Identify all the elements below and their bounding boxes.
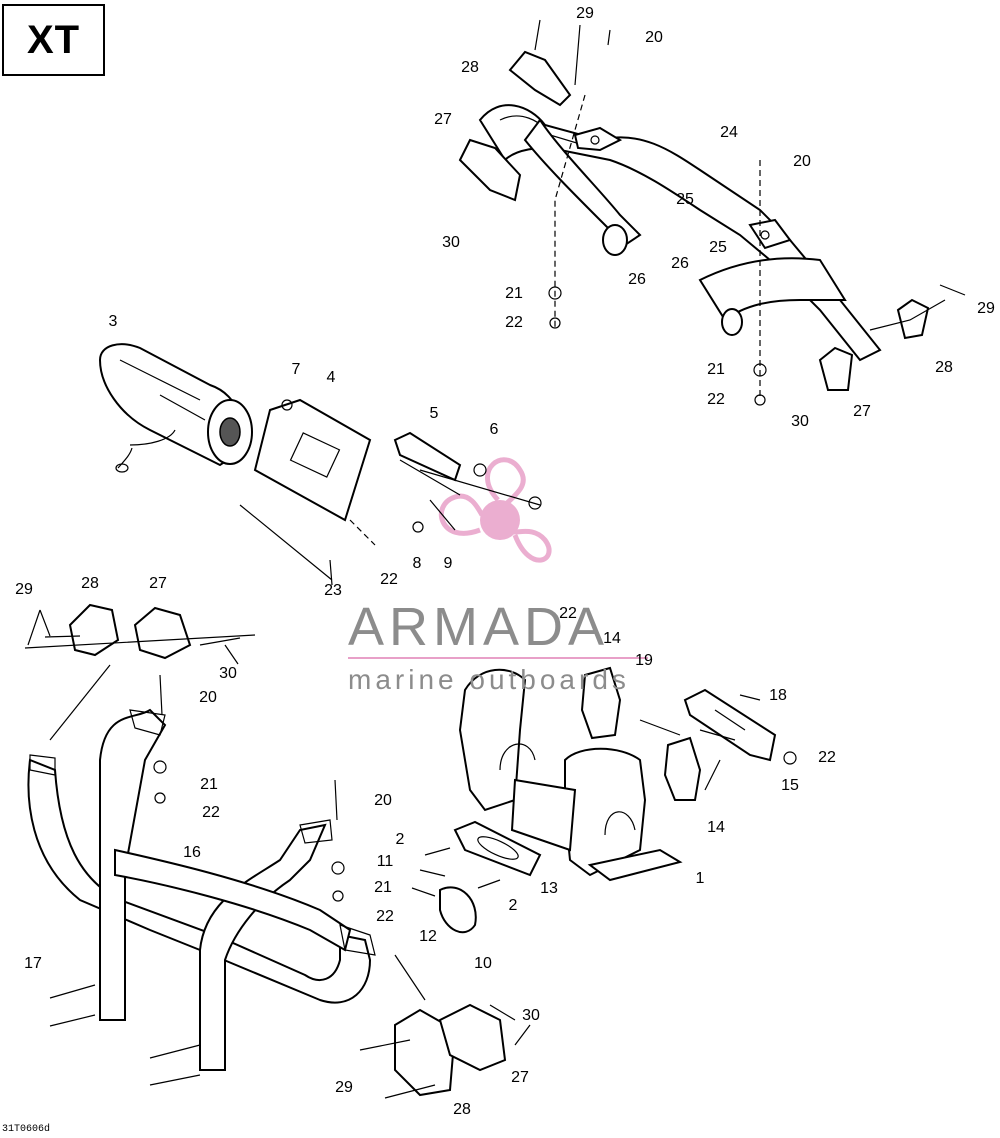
bracket-27-bottom [438, 1003, 507, 1072]
winch-plate-4 [253, 398, 372, 522]
callout-c-21-bottom: 21 [374, 879, 392, 896]
bumper-cover-1 [458, 668, 683, 882]
callout-c-20-left: 20 [199, 689, 217, 706]
bracket-14-bottom [663, 736, 702, 801]
callout-c-21-right: 21 [707, 361, 725, 378]
bracket-27-top [458, 138, 522, 202]
bracket-28-bottom [394, 1008, 457, 1097]
watermark-logo [438, 457, 552, 563]
callout-c-25-mid: 25 [709, 239, 727, 256]
callout-c-18: 18 [769, 687, 787, 704]
callout-c-30-right: 30 [791, 413, 809, 430]
model-badge: XT [2, 4, 105, 76]
callout-c-29-right: 29 [977, 300, 995, 317]
callout-c-22-left: 22 [202, 804, 220, 821]
callout-c-23: 23 [324, 582, 342, 599]
callout-c-6: 6 [489, 421, 499, 438]
callout-c-15: 15 [781, 777, 799, 794]
watermark-name: ARMADA [348, 597, 610, 657]
callout-c-14-top: 14 [603, 630, 621, 647]
rear-frame-24 [478, 104, 882, 362]
callout-c-30-bottom: 30 [522, 1007, 540, 1024]
callout-c-5: 5 [429, 405, 439, 422]
callout-c-19: 19 [635, 652, 653, 669]
bracket-27-right [818, 346, 854, 391]
callout-c-2-top: 2 [395, 831, 405, 848]
winch-3 [98, 343, 253, 473]
callout-c-27-top: 27 [434, 111, 452, 128]
callout-c-28-left: 28 [81, 575, 99, 592]
callout-c-28-top: 28 [461, 59, 479, 76]
callout-c-22-bumper: 22 [559, 605, 577, 622]
callout-c-22-top: 22 [505, 314, 523, 331]
callout-c-1: 1 [695, 870, 705, 887]
watermark-tagline: marine outboards [348, 664, 630, 695]
front-bumper-16 [27, 708, 376, 1071]
bracket-5 [393, 431, 462, 482]
callout-c-20-top: 20 [645, 29, 663, 46]
bracket-28-left [68, 603, 120, 657]
callout-c-14-bottom: 14 [707, 819, 725, 836]
callout-c-17: 17 [24, 955, 42, 972]
callout-c-30-top: 30 [442, 234, 460, 251]
callout-c-30-left: 30 [219, 665, 237, 682]
part-10 [439, 886, 477, 934]
callout-c-10: 10 [474, 955, 492, 972]
callout-c-16: 16 [183, 844, 201, 861]
bracket-14-top [580, 666, 622, 740]
callout-c-9: 9 [443, 555, 453, 572]
callout-c-22-mid: 22 [380, 571, 398, 588]
callout-c-7: 7 [291, 361, 301, 378]
callout-c-24: 24 [720, 124, 738, 141]
callout-c-28-bottom: 28 [453, 1101, 471, 1118]
callout-c-29-bottom: 29 [335, 1079, 353, 1096]
callout-c-28-right: 28 [935, 359, 953, 376]
callout-c-22-far: 22 [818, 749, 836, 766]
callout-c-21-top: 21 [505, 285, 523, 302]
bracket-28-top [508, 50, 572, 107]
callout-c-2-bottom: 2 [508, 897, 518, 914]
callout-c-11: 11 [376, 853, 394, 870]
callout-c-12: 12 [419, 928, 437, 945]
callout-c-21-left: 21 [200, 776, 218, 793]
plate-13 [453, 820, 542, 877]
bracket-15 [683, 688, 777, 762]
callout-c-20-bottom: 20 [374, 792, 392, 809]
callout-c-4: 4 [326, 369, 336, 386]
bracket-27-left [133, 606, 192, 660]
callout-c-25-top: 25 [676, 191, 694, 208]
callout-c-13: 13 [540, 880, 558, 897]
callout-c-29-top: 29 [576, 5, 594, 22]
callout-c-20-right: 20 [793, 153, 811, 170]
callout-c-26-mid: 26 [628, 271, 646, 288]
callout-c-27-right: 27 [853, 403, 871, 420]
bracket-28-right [896, 298, 930, 340]
callout-c-22-right: 22 [707, 391, 725, 408]
callout-c-29-left: 29 [15, 581, 33, 598]
callout-c-22-bottom: 22 [376, 908, 394, 925]
callout-c-26-right: 26 [671, 255, 689, 272]
callout-c-27-bottom: 27 [511, 1069, 529, 1086]
callout-c-3: 3 [108, 313, 118, 330]
callout-c-27-left: 27 [149, 575, 167, 592]
callout-c-8: 8 [412, 555, 422, 572]
drawing-code: 31T0606d [2, 1124, 51, 1135]
